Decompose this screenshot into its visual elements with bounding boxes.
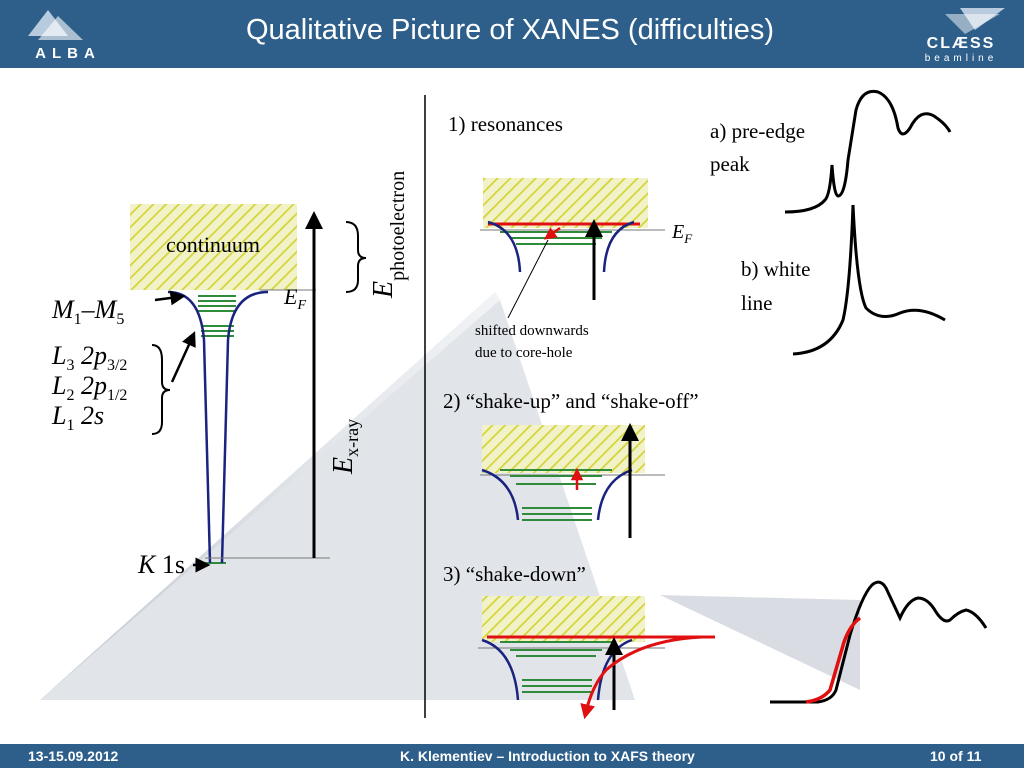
footer-page-number: 10 of 11 [930, 748, 982, 764]
l-shell-arrow [170, 331, 196, 383]
shake-down-shifted-spectrum [805, 616, 862, 704]
resonance-continuum [483, 178, 648, 228]
xanes-diagram: continuum EF M1–M5 L3 2p3/2 L2 2p1/2 L1 … [40, 89, 988, 720]
continuum-band [130, 204, 297, 290]
alba-logo: ALBA [28, 10, 101, 62]
m-shell-arrow [154, 290, 186, 306]
claess-logo: CLÆSS beamline [925, 8, 1005, 64]
k-shell-label: K 1s [137, 550, 185, 579]
resonances-heading: 1) resonances [448, 112, 563, 136]
header-bar: ALBA Qualitative Picture of XANES (diffi… [0, 0, 1024, 68]
white-line-label-line2: line [741, 291, 773, 315]
l1-label: L1 2s [51, 401, 104, 434]
shake-up-continuum [482, 425, 645, 473]
ef-label-left: EF [283, 284, 306, 313]
photoelectron-brace [345, 221, 367, 293]
white-line-spectrum [792, 204, 946, 356]
l3-label: L3 2p3/2 [51, 341, 127, 374]
shake-down-red-curve [580, 635, 703, 720]
footer-bar: 13-15.09.2012 K. Klementiev – Introducti… [0, 744, 1024, 768]
continuum-label: continuum [166, 232, 260, 257]
pre-edge-label-line2: peak [710, 152, 750, 176]
shifted-pointer-line [507, 239, 549, 319]
l-shell-brace [151, 344, 171, 435]
footer-author-talk: K. Klementiev – Introduction to XAFS the… [400, 748, 695, 764]
shake-down-spectrum [770, 580, 988, 704]
white-line-label-line1: b) white [741, 257, 810, 281]
shifted-note-line2: due to core-hole [475, 345, 573, 361]
m-shell-label: M1–M5 [51, 295, 124, 328]
pre-edge-label-line1: a) pre-edge [710, 119, 805, 143]
shake-up-heading: 2) “shake-up” and “shake-off” [443, 389, 699, 413]
alba-logo-text: ALBA [35, 45, 101, 62]
shake-up-levels [500, 469, 612, 521]
shake-down-well [481, 638, 633, 701]
l2-label: L2 2p1/2 [51, 371, 127, 404]
claess-logo-text: CLÆSS [927, 35, 996, 52]
shake-down-levels [500, 641, 612, 693]
shake-down-heading: 3) “shake-down” [443, 562, 586, 586]
e-xray-label: Ex-ray [328, 419, 362, 475]
ef-label-resonance: EF [671, 221, 693, 246]
perspective-beam-1 [40, 292, 500, 700]
claess-logo-subtext: beamline [925, 53, 998, 64]
perspective-beam-3 [660, 595, 860, 690]
pre-edge-spectrum [784, 89, 952, 214]
shifted-note-line1: shifted downwards [475, 323, 589, 339]
shake-down-continuum [482, 596, 645, 642]
shake-up-well [481, 468, 633, 521]
page-title: Qualitative Picture of XANES (difficulti… [245, 14, 775, 46]
resonance-well [487, 220, 635, 273]
resonance-shift-arrow [543, 226, 561, 240]
e-photoelectron-label: Ephotoelectron [368, 171, 409, 299]
footer-date: 13-15.09.2012 [28, 748, 119, 764]
